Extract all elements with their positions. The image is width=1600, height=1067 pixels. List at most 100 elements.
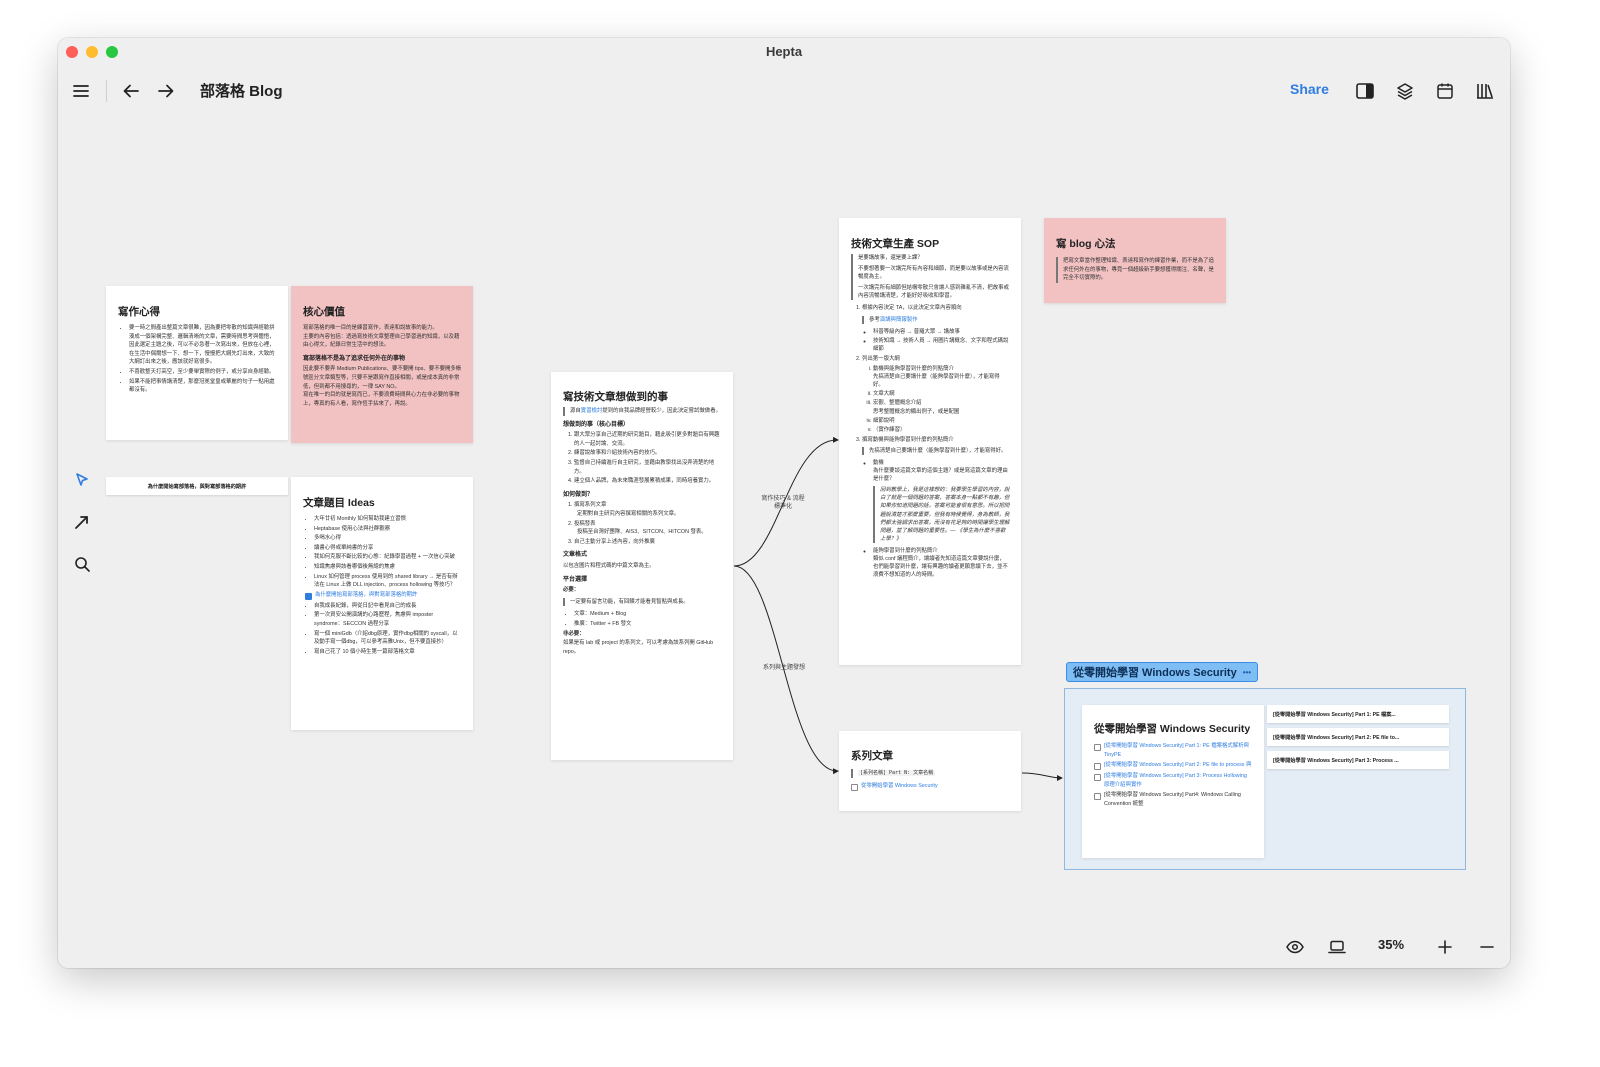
connector-edges — [733, 436, 1063, 781]
list-item: 讀書心得或單純書的分享 — [314, 544, 462, 553]
card-article-ideas[interactable]: 文章題目 Ideas 大年廿初 Monthly 如何幫助我建立習慣 Heptab… — [291, 477, 473, 730]
zoom-window-button[interactable] — [106, 46, 118, 58]
list-item-text: 動機與能夠學習到什麼的列點簡介 — [873, 366, 954, 373]
card-windows-security[interactable]: 從零開始學習 Windows Security [從零開始學習 Windows … — [1082, 705, 1264, 858]
zoom-out-icon[interactable] — [1480, 936, 1494, 958]
code-snippet: [系列名稱] Part N: 文章名稱 — [858, 770, 936, 776]
paragraph: 因此要不要弄 Medium Publications、要不要開 tips、要不要… — [303, 366, 462, 390]
list-item: 寫自己花了 10 個小時生第一篇部落格文章 — [314, 648, 462, 657]
checkbox[interactable] — [1094, 774, 1101, 782]
sidebar-panel-icon[interactable] — [1352, 78, 1378, 104]
zoom-level[interactable]: 35% — [1378, 937, 1405, 952]
checkbox[interactable] — [1094, 793, 1101, 801]
edge-label-writing-skills-text: 寫作技巧 & 流程 標準化 — [761, 496, 805, 510]
checklist-item[interactable]: 為什麼開始寫部落格，與對寫部落格的期許 — [305, 591, 462, 600]
more-icon[interactable]: ••• — [1242, 667, 1252, 677]
list-item: 大年廿初 Monthly 如何幫助我建立習慣 — [314, 515, 462, 524]
library-icon[interactable] — [1472, 78, 1498, 104]
list-item: 文章：Medium + Blog — [574, 610, 722, 619]
card-link[interactable]: 為什麼開始寫部落格，與對寫部落格的期許 — [315, 591, 418, 598]
card-blog-mindset[interactable]: 寫 blog 心法 把寫文章當作整理知識、表達和寫作的練習作業，而不是為了追求任… — [1044, 218, 1226, 303]
list-item: 要一時之間產出整篇文章很難，因為要把零散的知識與經驗拼湊成一個架構完整、邏輯清晰… — [129, 324, 277, 367]
arrow-tool-icon[interactable] — [70, 510, 94, 534]
card-title: 系列文章 — [851, 750, 893, 762]
card-tech-writing-goals[interactable]: 寫技術文章想做到的事 源自實習檢討提到的自我品牌經營較少，因此決定嘗試做做看。 … — [551, 372, 733, 760]
checkbox[interactable] — [1094, 744, 1101, 751]
list-item-text: 撰寫系列文章 — [574, 502, 607, 509]
list-item: 如果不能把事情講清楚，那麼冠冕堂皇或華麗的句子一點用處都沒有。 — [129, 378, 277, 395]
card-title: 寫技術文章想做到的事 — [563, 391, 668, 403]
list-item-text: 宏觀、整體概念介紹 — [873, 400, 922, 407]
card-tech-article-sop[interactable]: 技術文章生產 SOP 是要講故事，還是要上課？ 不要想著要一次講完所有內容和細節… — [839, 218, 1021, 665]
card-link[interactable]: 實習檢討 — [580, 408, 603, 414]
card-title: 技術文章生產 SOP — [851, 238, 940, 250]
zoom-in-icon[interactable] — [1438, 936, 1452, 958]
checklist-item[interactable]: 從零開始學習 Windows Security — [851, 782, 1010, 791]
checkbox[interactable] — [851, 783, 858, 791]
list-item: 知識焦慮與該看哪個後無總的焦慮 — [314, 563, 462, 572]
list-item: 練習說故事和介紹技術內容的技巧。 — [574, 449, 722, 458]
list-item: 我如何克服不斷比較的心態：紀錄學習過程 + 一次信心突破 — [314, 553, 462, 562]
card-why-blog-collapsed[interactable]: 為什麼開始寫部落格，與對寫部落格的期許 — [106, 477, 288, 495]
card-title: 從零開始學習 Windows Security — [1094, 723, 1251, 735]
eye-icon[interactable] — [1286, 936, 1304, 958]
card-winsec-part2-collapsed[interactable]: [從零開始學習 Windows Security] Part 2: PE fil… — [1267, 728, 1449, 746]
list-note: 投稿至台灣好團隊、AIS3、SITCON、HITCON 發表。 — [577, 529, 707, 536]
card-title: 文章題目 Ideas — [303, 497, 375, 509]
list-item: 列出第一版大綱 動機與能夠學習到什麼的列點簡介先搞清楚自己要講什麼（能夠學習到什… — [862, 355, 1010, 434]
list-item: 文章大綱 — [873, 390, 1010, 398]
list-item: （實作練習） — [873, 426, 1010, 434]
group-title-text: 從零開始學習 Windows Security — [1073, 667, 1237, 679]
list-item: 根據內容決定 TA，以此決定文章內容順向 參考演講與簡報製作 科普等級內容 → … — [862, 304, 1010, 352]
card-writing-notes[interactable]: 寫作心得 要一時之間產出整篇文章很難，因為要把零散的知識與經驗拼湊成一個架構完整… — [106, 286, 288, 440]
list-item: 建立個人品牌，為未來職涯發展累積成果，同時培養實力。 — [574, 477, 722, 486]
card-link[interactable]: 演講與簡報製作 — [879, 316, 918, 323]
minimize-window-button[interactable] — [86, 46, 98, 58]
edge-label-series[interactable]: 系列與主題發想 — [762, 665, 805, 671]
edge-label-writing-skills[interactable]: 寫作技巧 & 流程 標準化 — [753, 495, 813, 511]
checklist-item[interactable]: [從零開始學習 Windows Security] Part 1: PE 檔案格… — [1094, 742, 1253, 759]
arrow-right-icon[interactable] — [153, 78, 179, 104]
group-title[interactable]: 從零開始學習 Windows Security ••• — [1066, 662, 1259, 682]
list-item-text: 動機 — [873, 459, 884, 466]
checklist-item[interactable]: [從零開始學習 Windows Security] Part 2: PE fil… — [1094, 761, 1253, 771]
list-item: Heptabase 使用心法與社群觀察 — [314, 525, 462, 534]
list-note: 類似 conf 議程簡介，讓讀者先知道這篇文章要說什麼，也們能學習到什麼，讓有興… — [873, 556, 1008, 579]
checkbox[interactable] — [1094, 763, 1101, 771]
card-series-articles[interactable]: 系列文章 [系列名稱] Part N: 文章名稱 從零開始學習 Windows … — [839, 731, 1021, 811]
card-link[interactable]: [從零開始學習 Windows Security] Part 3: Proces… — [1104, 773, 1247, 788]
list-item: 動機 為什麼要談這篇文章的這個主題？或是寫這篇文章的理由是什麼？ 回到教學上，我… — [873, 459, 1010, 543]
breadcrumb[interactable]: 部落格 Blog — [200, 83, 283, 100]
title-bar: Hepta — [58, 38, 1510, 66]
list-note: 定期對自主研究內容撰寫相關的系列文章。 — [577, 510, 680, 517]
canvas-tools — [70, 468, 94, 594]
pointer-icon[interactable] — [70, 468, 94, 492]
card-link[interactable]: 從零開始學習 Windows Security — [861, 782, 938, 789]
laptop-icon[interactable] — [1328, 936, 1346, 958]
layers-icon[interactable] — [1392, 78, 1418, 104]
checklist-item[interactable]: [從零開始學習 Windows Security] Part 3: Proces… — [1094, 772, 1253, 789]
toolbar-divider — [106, 80, 107, 102]
card-winsec-part3-collapsed[interactable]: [從零開始學習 Windows Security] Part 3: Proces… — [1267, 751, 1449, 769]
card-winsec-part1-collapsed[interactable]: [從零開始學習 Windows Security] Part 1: PE 檔案.… — [1267, 705, 1449, 723]
card-link[interactable]: [從零開始學習 Windows Security] Part 1: PE 檔案格… — [1104, 743, 1249, 758]
card-link[interactable]: [從零開始學習 Windows Security] Part 2: PE fil… — [1104, 762, 1252, 769]
list-item: Linux 如何管理 process 使用到的 shared library →… — [314, 573, 462, 590]
quote-text: 回到教學上，我是這樣想的：我要學生學習的內容，說白了就是一個問題的答案，答案本身… — [873, 486, 1010, 543]
checkbox-checked[interactable] — [305, 592, 312, 600]
close-window-button[interactable] — [66, 46, 78, 58]
checklist-item[interactable]: [從零開始學習 Windows Security] Part4: Windows… — [1094, 791, 1253, 808]
menu-icon[interactable] — [68, 78, 94, 104]
section-heading: 想做到的事（核心目標） — [563, 421, 630, 428]
card-core-values[interactable]: 核心價值 寫部落格的唯一目的是練習寫作，表達和說故事的能力。 主要的內容包括：透… — [291, 286, 473, 443]
list-item: 技術知識 → 技術人員 → 用圖片講概念、文字和程式碼說細節 — [873, 337, 1010, 353]
share-button[interactable]: Share — [1290, 81, 1329, 97]
search-icon[interactable] — [70, 552, 94, 576]
list-item: 寫一個 miniGdb（介紹dbg原理，實作dbg相關的 syscall，以及動… — [314, 630, 462, 647]
arrow-left-icon[interactable] — [118, 78, 144, 104]
calendar-icon[interactable] — [1432, 78, 1458, 104]
list-item: 不喜歡整天打高空，至少要舉實際的例子，或分享自身經驗。 — [129, 368, 277, 377]
quote-text: 源自 — [570, 408, 581, 414]
label-required: 必要： — [563, 587, 580, 594]
checklist-text: [從零開始學習 Windows Security] Part4: Windows… — [1104, 792, 1241, 807]
